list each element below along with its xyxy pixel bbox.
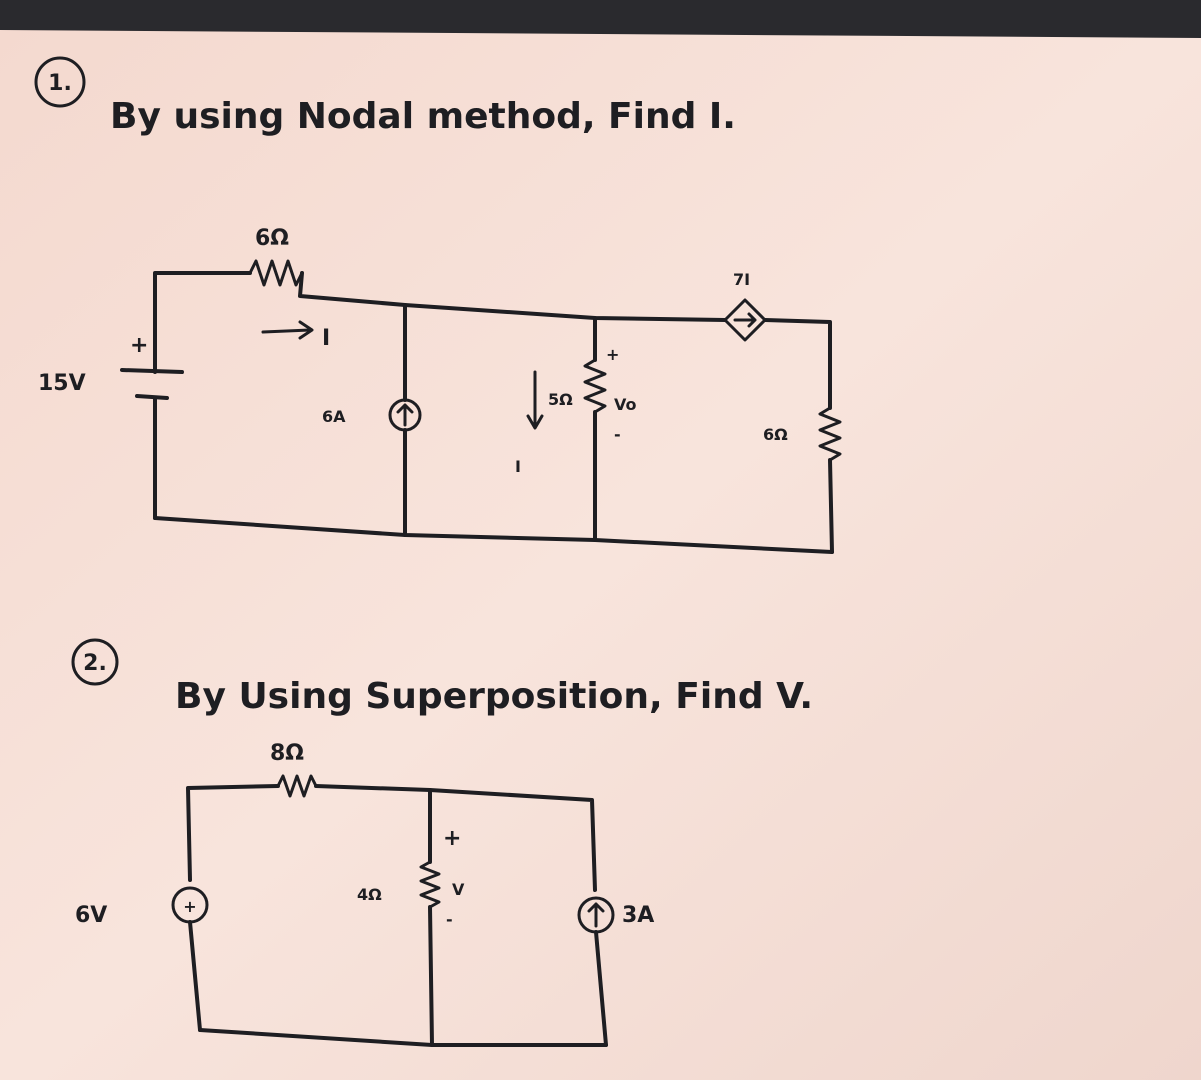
circuit-1: + 15V 6Ω I 6A 5Ω + Vo - [38, 226, 842, 554]
v-plus-sign: + [443, 826, 461, 851]
resistor-6-ohm-top [248, 259, 304, 287]
worksheet-paper [0, 30, 1201, 1080]
v-label: V [452, 880, 465, 899]
current-source-6a-label: 6A [322, 407, 346, 426]
resistor-6-ohm-right [818, 406, 842, 462]
problem-2-statement: By Using Superposition, Find V. [175, 676, 813, 717]
problem-1-number: 1. [48, 71, 72, 96]
current-i-down-arrow [526, 370, 544, 430]
current-i-label: I [322, 326, 330, 351]
voltage-source-6v-label: 6V [75, 903, 107, 928]
battery-plate-short [135, 394, 169, 400]
battery-plate-long [120, 368, 184, 374]
resistor-6-ohm-right-label: 6Ω [763, 425, 788, 444]
problem-1-statement: By using Nodal method, Find I. [110, 96, 736, 137]
battery-plus-sign: + [130, 333, 148, 358]
resistor-5-ohm-label: 5Ω [548, 390, 573, 409]
current-i-down-label: I [515, 457, 521, 476]
voltage-source-plus-sign: + [183, 897, 196, 916]
resistor-6-ohm-label: 6Ω [255, 226, 289, 251]
problem-1: 1. By using Nodal method, Find I. + 15V … [34, 56, 842, 554]
current-arrow [261, 328, 312, 334]
resistor-5-ohm [583, 358, 607, 414]
resistor-4-ohm-label: 4Ω [357, 885, 382, 904]
problem-2-number: 2. [83, 651, 107, 676]
current-source-arrow-up-icon [396, 403, 414, 427]
vo-plus-sign: + [606, 345, 619, 364]
resistor-8-ohm-label: 8Ω [270, 741, 304, 766]
problem-1-number-circle [34, 56, 86, 108]
vo-label: Vo [614, 395, 637, 414]
resistor-4-ohm [419, 860, 441, 909]
problem-2: 2. By Using Superposition, Find V. 8Ω + … [71, 638, 813, 1047]
circuit-2-ground-wire [198, 1028, 608, 1047]
current-source-3a-arrow-up-icon [587, 902, 605, 928]
dependent-source-arrow-right-icon [733, 312, 757, 328]
circuit-2: 8Ω + 6V 4Ω + V - 3A [75, 741, 654, 1047]
dependent-source-7i-label: 7I [733, 270, 750, 289]
current-source-3a-label: 3A [622, 903, 654, 928]
vo-minus-sign: - [614, 425, 621, 444]
problem-2-number-circle [71, 638, 119, 686]
resistor-8-ohm [276, 774, 318, 798]
source-15v-label: 15V [38, 371, 86, 396]
v-minus-sign: - [446, 910, 453, 929]
circuit-1-ground-wire [153, 516, 834, 554]
